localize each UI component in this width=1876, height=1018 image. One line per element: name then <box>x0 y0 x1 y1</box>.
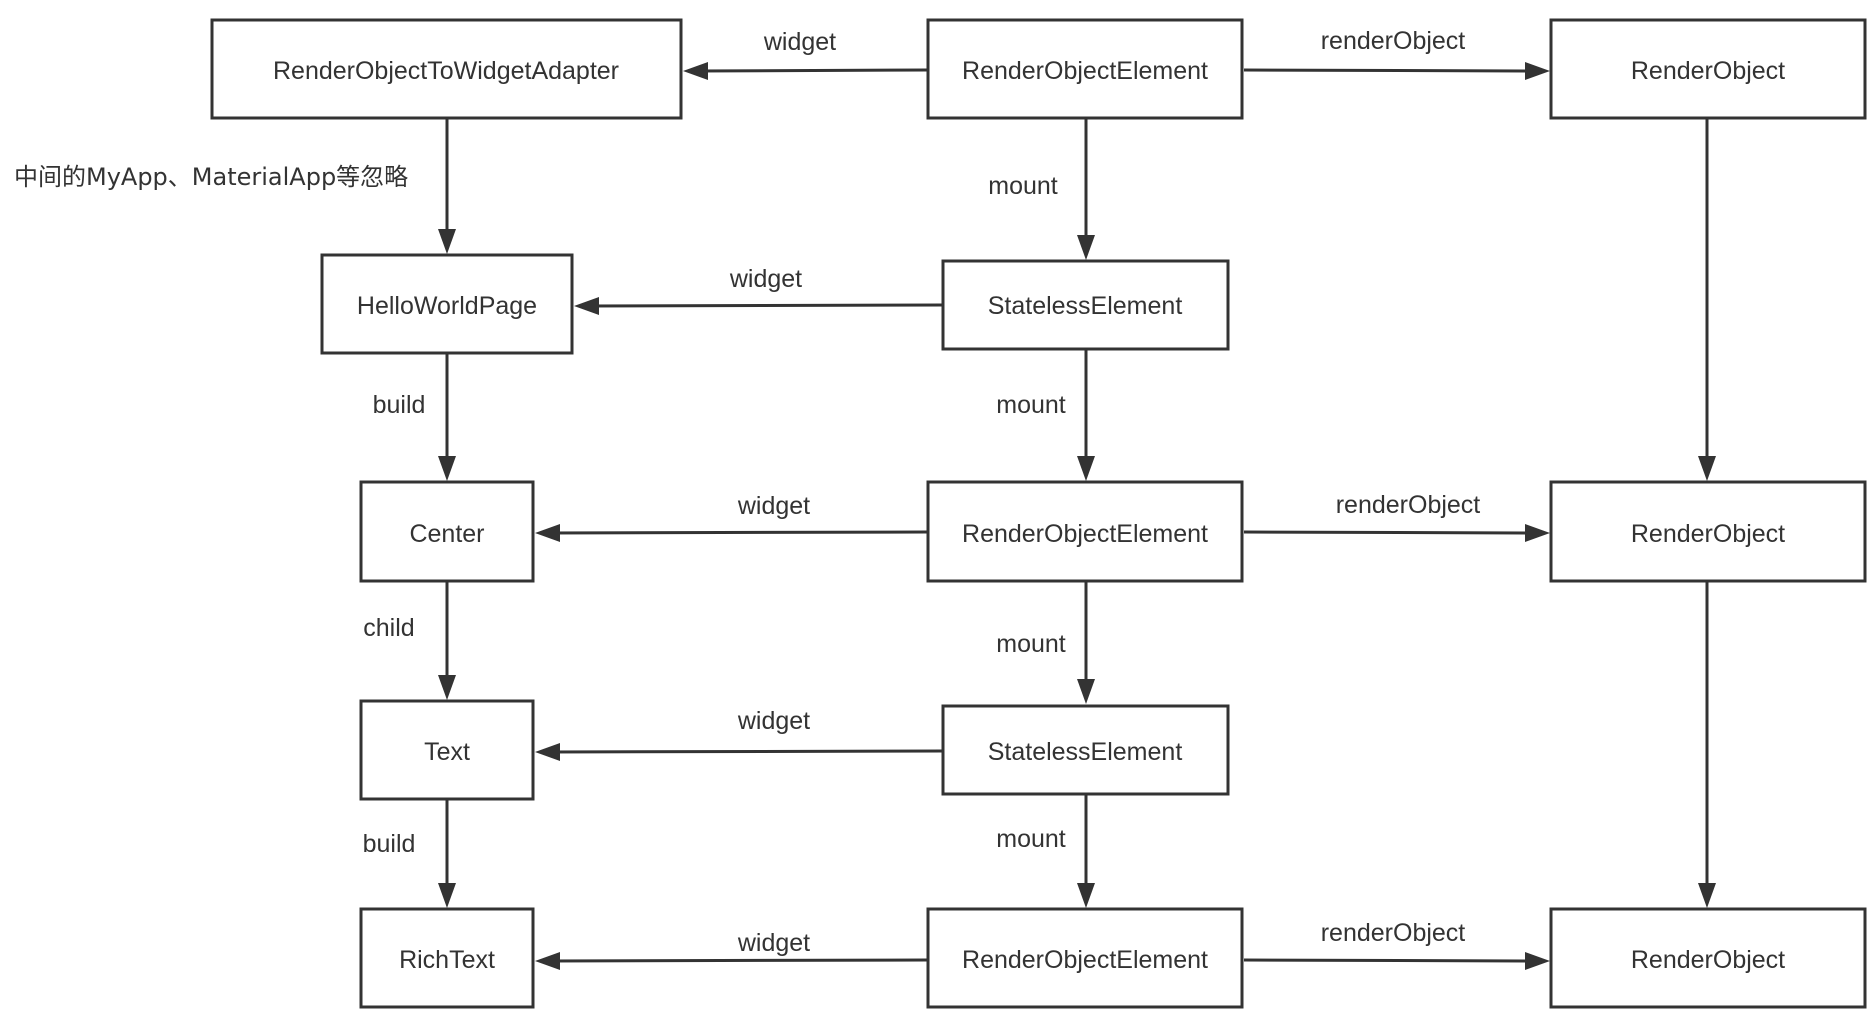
edge-mount-se1-to-roe2: mount <box>996 349 1095 481</box>
edge-label-mount: mount <box>996 630 1066 658</box>
edge-mount-se2-to-roe3: mount <box>996 794 1095 908</box>
node-renderobjecttowidgetadapter: RenderObjectToWidgetAdapter <box>210 18 683 120</box>
node-helloworldpage: HelloWorldPage <box>320 253 574 355</box>
node-renderobjectelement-3: RenderObjectElement <box>926 907 1244 1009</box>
edge-label-mount: mount <box>988 172 1058 200</box>
node-label: RenderObject <box>1631 946 1785 974</box>
node-statelesselement-1: StatelessElement <box>941 259 1230 351</box>
edge-ro1-to-ro2 <box>1698 118 1716 481</box>
node-center: Center <box>359 480 535 583</box>
edge-renderobject-roe3-to-ro3: renderObject <box>1243 919 1550 970</box>
node-label: StatelessElement <box>988 292 1183 320</box>
edge-child-center-to-text: child <box>363 581 456 700</box>
node-text: Text <box>359 699 535 801</box>
edge-mount-roe1-to-se1: mount <box>988 118 1095 260</box>
node-richtext: RichText <box>359 907 535 1009</box>
edge-widget-roe1-to-adapter: widget <box>683 28 928 80</box>
edge-label-mount: mount <box>996 825 1066 853</box>
node-label: RenderObjectToWidgetAdapter <box>273 57 619 85</box>
edge-adapter-to-hello <box>438 118 456 254</box>
edge-widget-roe2-to-center: widget <box>535 492 928 542</box>
edge-label-mount: mount <box>996 391 1066 419</box>
edge-widget-se2-to-text: widget <box>535 707 944 761</box>
node-label: RenderObjectElement <box>962 946 1208 974</box>
edge-build-text-to-richtext: build <box>363 799 456 908</box>
node-label: RenderObjectElement <box>962 520 1208 548</box>
edge-widget-se1-to-hello: widget <box>574 265 944 315</box>
node-statelesselement-2: StatelessElement <box>941 704 1230 796</box>
node-label: RenderObjectElement <box>962 57 1208 85</box>
edges: widget renderObject 中间的MyApp、MaterialApp… <box>14 27 1716 970</box>
node-label: RichText <box>399 946 495 974</box>
edge-label-widget: widget <box>737 929 810 957</box>
edge-label-renderobject: renderObject <box>1321 919 1466 947</box>
edge-label-widget: widget <box>763 28 836 56</box>
edge-mount-roe2-to-se2: mount <box>996 581 1095 704</box>
edge-widget-roe3-to-richtext: widget <box>535 929 928 970</box>
edge-build-hello-to-center: build <box>373 353 456 481</box>
node-renderobjectelement-1: RenderObjectElement <box>926 18 1244 120</box>
edge-label-renderobject: renderObject <box>1321 27 1466 55</box>
edge-renderobject-roe2-to-ro2: renderObject <box>1243 491 1550 542</box>
node-renderobjectelement-2: RenderObjectElement <box>926 480 1244 583</box>
node-label: Text <box>424 738 470 766</box>
node-label: RenderObject <box>1631 520 1785 548</box>
node-renderobject-3: RenderObject <box>1549 907 1867 1009</box>
node-label: Center <box>409 520 484 548</box>
edge-ro2-to-ro3 <box>1698 581 1716 908</box>
edge-label-child: child <box>363 614 414 642</box>
edge-label-renderobject: renderObject <box>1336 491 1481 519</box>
node-label: StatelessElement <box>988 738 1183 766</box>
node-renderobject-2: RenderObject <box>1549 480 1867 583</box>
note-ignored-apps: 中间的MyApp、MaterialApp等忽略 <box>14 163 408 191</box>
edge-renderobject-roe1-to-ro1: renderObject <box>1243 27 1550 80</box>
node-renderobject-1: RenderObject <box>1549 18 1867 120</box>
node-label: HelloWorldPage <box>357 292 537 320</box>
edge-label-widget: widget <box>737 707 810 735</box>
edge-label-build: build <box>363 830 416 858</box>
node-label: RenderObject <box>1631 57 1785 85</box>
edge-label-widget: widget <box>737 492 810 520</box>
edge-label-build: build <box>373 391 426 419</box>
edge-label-widget: widget <box>729 265 802 293</box>
nodes: RenderObjectToWidgetAdapter RenderObject… <box>210 18 1867 1009</box>
